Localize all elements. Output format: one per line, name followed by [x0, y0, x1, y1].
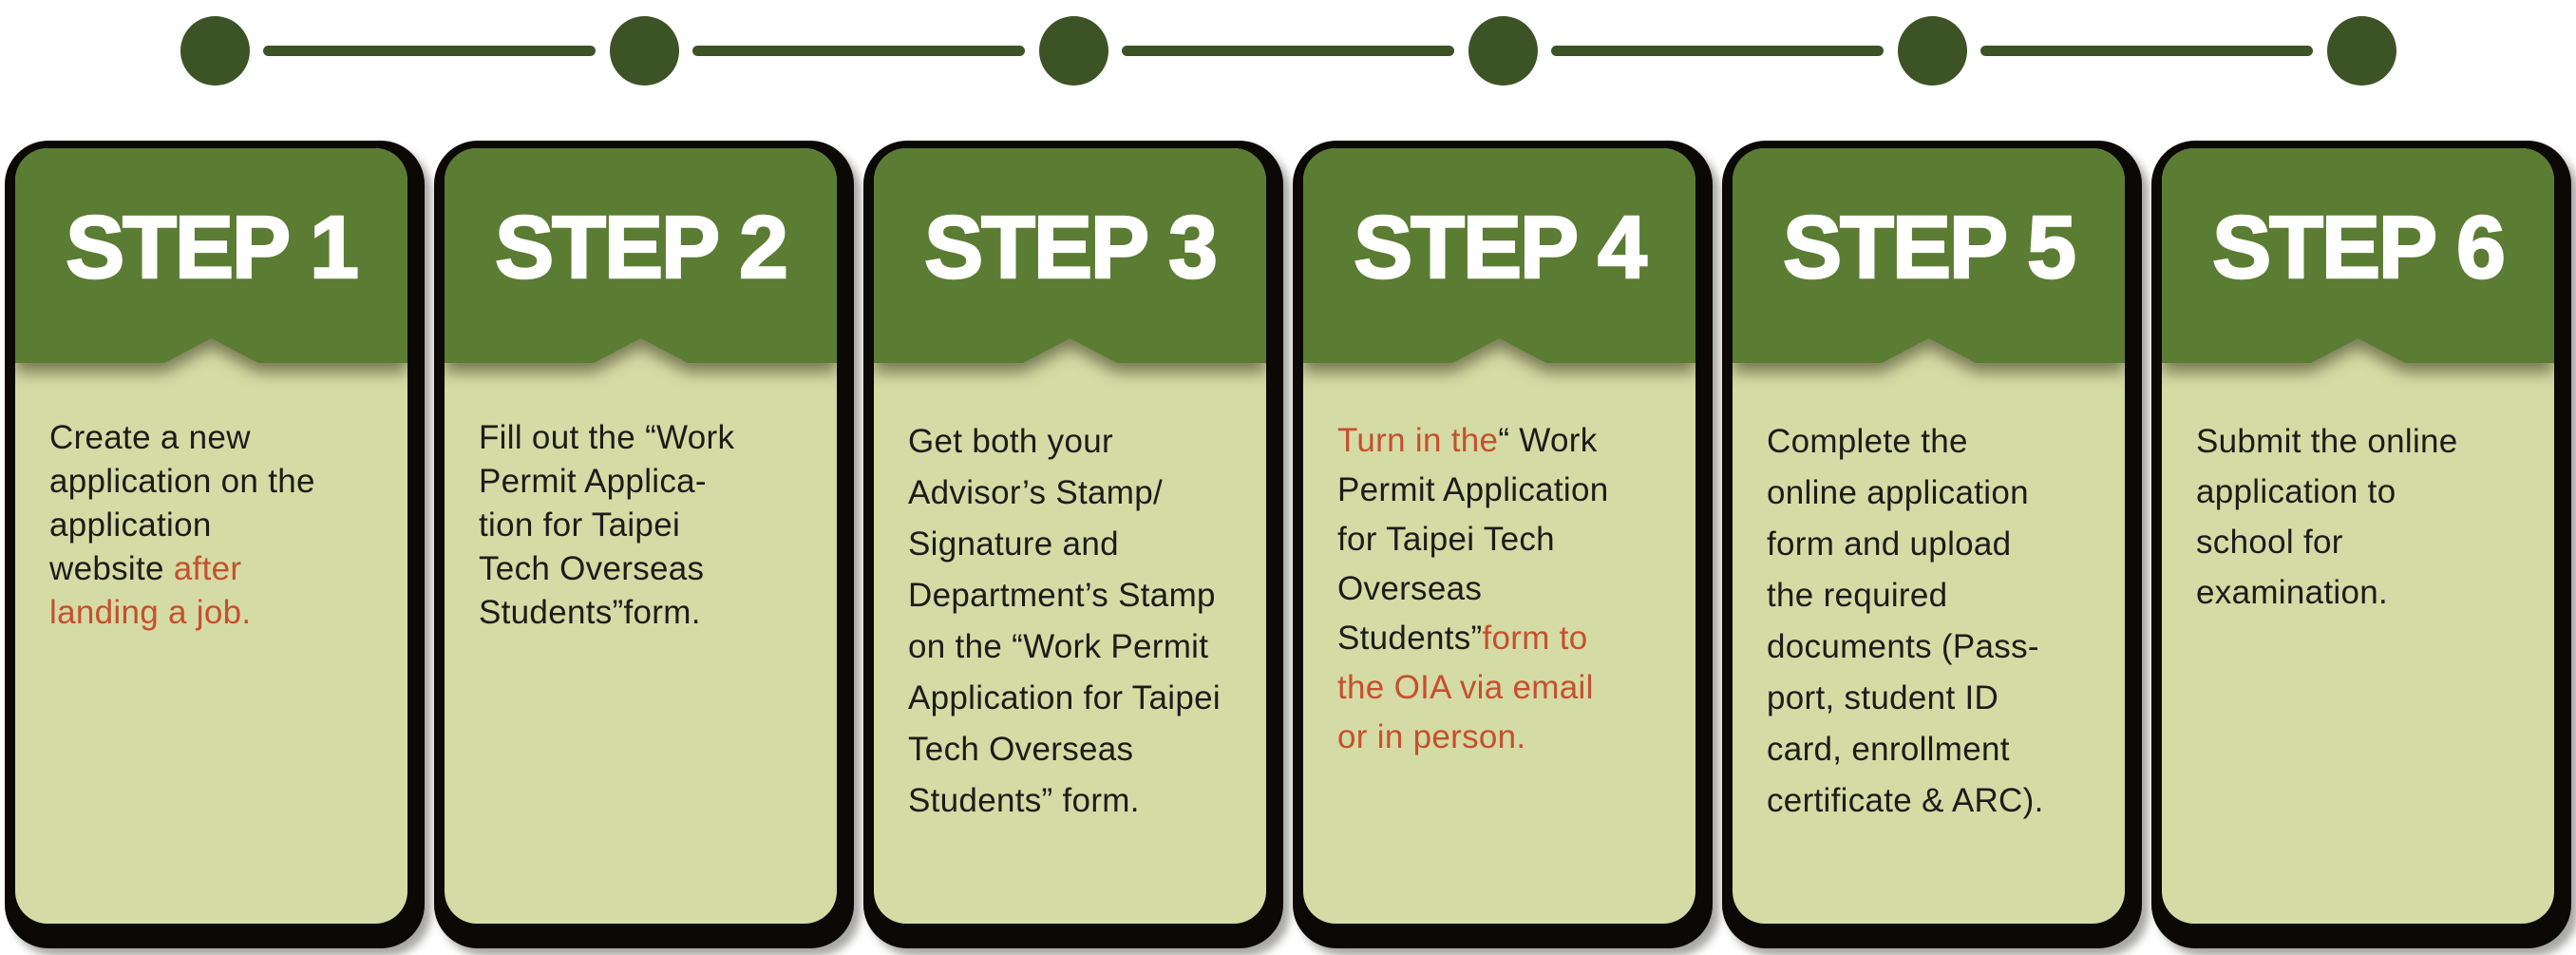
step-banner: STEP 4: [1303, 148, 1695, 363]
step-description: Get both your Advisor’s Stamp/ Signature…: [908, 423, 1221, 819]
timeline-connector: [1980, 46, 2313, 56]
step-card-3: STEP 3 Get both your Advisor’s Stamp/ Si…: [863, 141, 1283, 948]
step-title: STEP 3: [924, 197, 1216, 296]
timeline-connector: [692, 46, 1025, 56]
step-description: Turn in the“ Work Permit Application for…: [1337, 422, 1609, 755]
timeline-node-4: [1468, 16, 1538, 86]
timeline-node-3: [1039, 16, 1108, 86]
timeline-node-1: [180, 16, 250, 86]
step-banner: STEP 6: [2162, 148, 2554, 363]
step-banner: STEP 3: [874, 148, 1266, 363]
step-card-body: STEP 2 Fill out the “Work Permit Applica…: [445, 148, 837, 924]
step-card-5: STEP 5 Complete the online application f…: [1722, 141, 2142, 948]
timeline-node-5: [1898, 16, 1967, 86]
step-title: STEP 6: [2212, 197, 2504, 296]
step-card-body: STEP 1 Create a new application on the a…: [15, 148, 407, 924]
step-banner: STEP 2: [445, 148, 837, 363]
step-title: STEP 4: [1354, 197, 1645, 296]
timeline-connector: [1550, 46, 1884, 56]
step-title: STEP 1: [66, 197, 357, 296]
step-header: STEP 4: [1303, 148, 1695, 363]
step-card-body: STEP 5 Complete the online application f…: [1733, 148, 2125, 924]
step-description: Submit the online application to school …: [2196, 423, 2458, 611]
step-card-body: STEP 4 Turn in the“ Work Permit Applicat…: [1303, 148, 1695, 924]
step-banner: STEP 5: [1733, 148, 2125, 363]
timeline-connector: [1122, 46, 1454, 56]
step-description: Fill out the “Work Permit Applica- tion …: [479, 419, 735, 631]
step-header: STEP 1: [15, 148, 407, 363]
step-card-4: STEP 4 Turn in the“ Work Permit Applicat…: [1293, 141, 1713, 948]
step-header: STEP 2: [445, 148, 837, 363]
step-card-body: STEP 3 Get both your Advisor’s Stamp/ Si…: [874, 148, 1266, 924]
timeline-node-6: [2327, 16, 2396, 86]
step-title: STEP 5: [1783, 197, 2074, 296]
step-banner: STEP 1: [15, 148, 407, 363]
step-card-2: STEP 2 Fill out the “Work Permit Applica…: [434, 141, 854, 948]
step-title: STEP 2: [495, 197, 786, 296]
step-card-1: STEP 1 Create a new application on the a…: [5, 141, 425, 948]
step-card-6: STEP 6 Submit the online application to …: [2151, 141, 2571, 948]
step-card-body: STEP 6 Submit the online application to …: [2162, 148, 2554, 924]
step-description: Complete the online application form and…: [1767, 423, 2044, 819]
timeline-connector: [262, 46, 596, 56]
step-description: Create a new application on the applicat…: [49, 419, 315, 631]
timeline-node-2: [610, 16, 679, 86]
step-header: STEP 6: [2162, 148, 2554, 363]
step-header: STEP 5: [1733, 148, 2125, 363]
steps-row: STEP 1 Create a new application on the a…: [0, 141, 2576, 948]
step-header: STEP 3: [874, 148, 1266, 363]
timeline: [0, 0, 2576, 141]
